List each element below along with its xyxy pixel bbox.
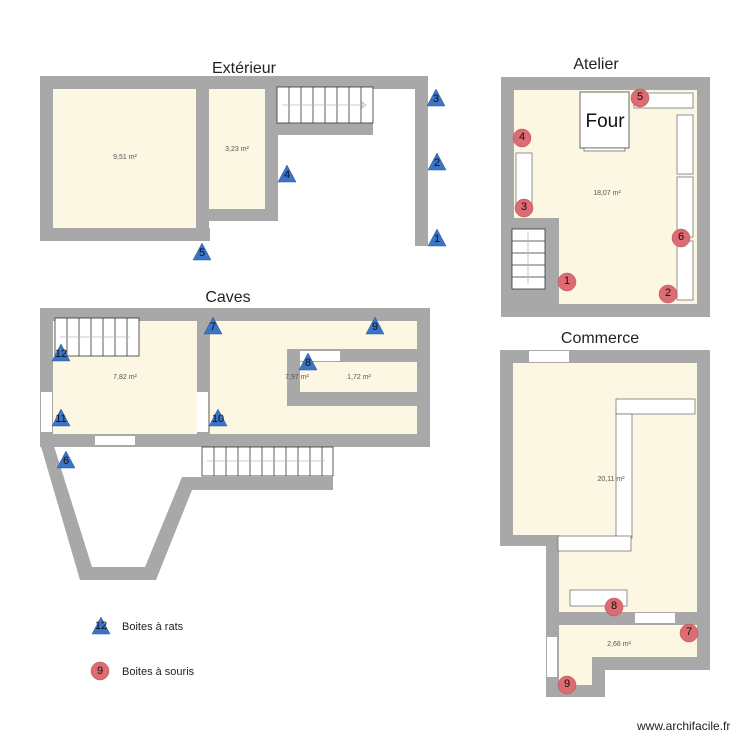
staircase-caves-bottom: [201, 446, 334, 477]
mouse-box-number: 4: [518, 131, 526, 143]
legend-mouse-circle-icon: [90, 661, 110, 681]
rat-box-marker-7: [203, 316, 223, 335]
mouse-box-marker-4: [512, 128, 532, 148]
caves-plan: [40, 308, 430, 580]
room-ext-left: [53, 89, 196, 228]
mouse-box-number: 2: [664, 287, 672, 299]
rat-box-number: 2: [433, 157, 441, 169]
section-title-commerce: Commerce: [560, 330, 640, 347]
rat-box-marker-6: [56, 450, 76, 469]
mouse-box-marker-6: [671, 228, 691, 248]
area-label-commerce-main: 20,11 m²: [597, 476, 625, 483]
rat-box-number: 12: [54, 348, 68, 360]
mouse-box-marker-3: [514, 198, 534, 218]
legend-rat-triangle-icon: [91, 616, 111, 635]
rat-box-marker-4: [277, 164, 297, 183]
rat-box-markers: [51, 88, 447, 469]
rat-box-marker-1: [427, 228, 447, 247]
room-ext-mid: [209, 89, 265, 209]
rat-box-number: 10: [211, 413, 225, 425]
area-label-ext-left: 9,51 m²: [113, 154, 137, 161]
area-label-atelier: 18,07 m²: [593, 190, 621, 197]
section-title-atelier: Atelier: [573, 56, 619, 73]
mouse-box-marker-7: [679, 623, 699, 643]
staircase-atelier: [511, 228, 546, 290]
section-title-caves: Caves: [205, 289, 251, 306]
area-label-commerce-small: 2,66 m²: [607, 641, 631, 648]
rat-box-marker-10: [208, 408, 228, 427]
rat-box-marker-8: [298, 352, 318, 371]
legend-mouse-label: Boites à souris: [122, 666, 195, 678]
rat-box-number: 4: [283, 169, 291, 181]
rat-box-number: 6: [62, 455, 70, 467]
mouse-box-markers: [512, 88, 699, 695]
mouse-box-number: 6: [677, 231, 685, 243]
legend-rat-label: Boites à rats: [122, 621, 184, 633]
room-commerce-main: [513, 363, 697, 535]
mouse-box-number: 3: [520, 201, 528, 213]
rat-box-number: 9: [371, 321, 379, 333]
rat-box-marker-12: [51, 343, 71, 362]
commerce-plan: [500, 350, 710, 697]
rat-box-number: 11: [55, 413, 67, 425]
area-label-caves-small: 1,72 m²: [347, 374, 371, 381]
rat-box-marker-5: [192, 242, 212, 261]
legend-rat-number: 12: [94, 620, 108, 632]
area-label-caves-mid: 7,97 m²: [285, 374, 309, 381]
room-caves-small: [300, 362, 417, 392]
mouse-box-marker-2: [658, 284, 678, 304]
rat-box-number: 1: [433, 233, 441, 245]
mouse-box-number: 9: [563, 678, 571, 690]
exterieur-plan: [40, 76, 428, 246]
atelier-plan: [501, 77, 710, 317]
mouse-box-marker-8: [604, 597, 624, 617]
mouse-box-marker-5: [630, 88, 650, 108]
staircase-caves-top: [54, 317, 140, 357]
watermark-text: www.archifacile.fr: [637, 719, 731, 733]
mouse-box-number: 1: [563, 275, 571, 287]
mouse-box-marker-1: [557, 272, 577, 292]
rat-box-marker-3: [426, 88, 446, 107]
area-label-ext-mid: 3,23 m²: [225, 146, 249, 153]
rat-box-marker-2: [427, 152, 447, 171]
mouse-box-number: 8: [610, 600, 618, 612]
mouse-box-marker-9: [557, 675, 577, 695]
mouse-box-number: 7: [685, 626, 693, 638]
staircase-exterieur: [276, 86, 374, 124]
rat-box-number: 7: [209, 321, 217, 333]
legend-mouse-number: 9: [96, 665, 104, 677]
rat-box-number: 3: [432, 93, 440, 105]
rat-box-number: 5: [198, 247, 206, 259]
rat-box-marker-9: [365, 316, 385, 335]
section-title-exterieur: Extérieur: [211, 60, 277, 77]
rat-box-number: 8: [304, 357, 312, 369]
area-label-caves-left: 7,82 m²: [113, 374, 137, 381]
mouse-box-number: 5: [636, 91, 644, 103]
rat-box-marker-11: [51, 408, 71, 427]
four-oven: [579, 91, 630, 149]
four-label: Four: [585, 111, 625, 132]
